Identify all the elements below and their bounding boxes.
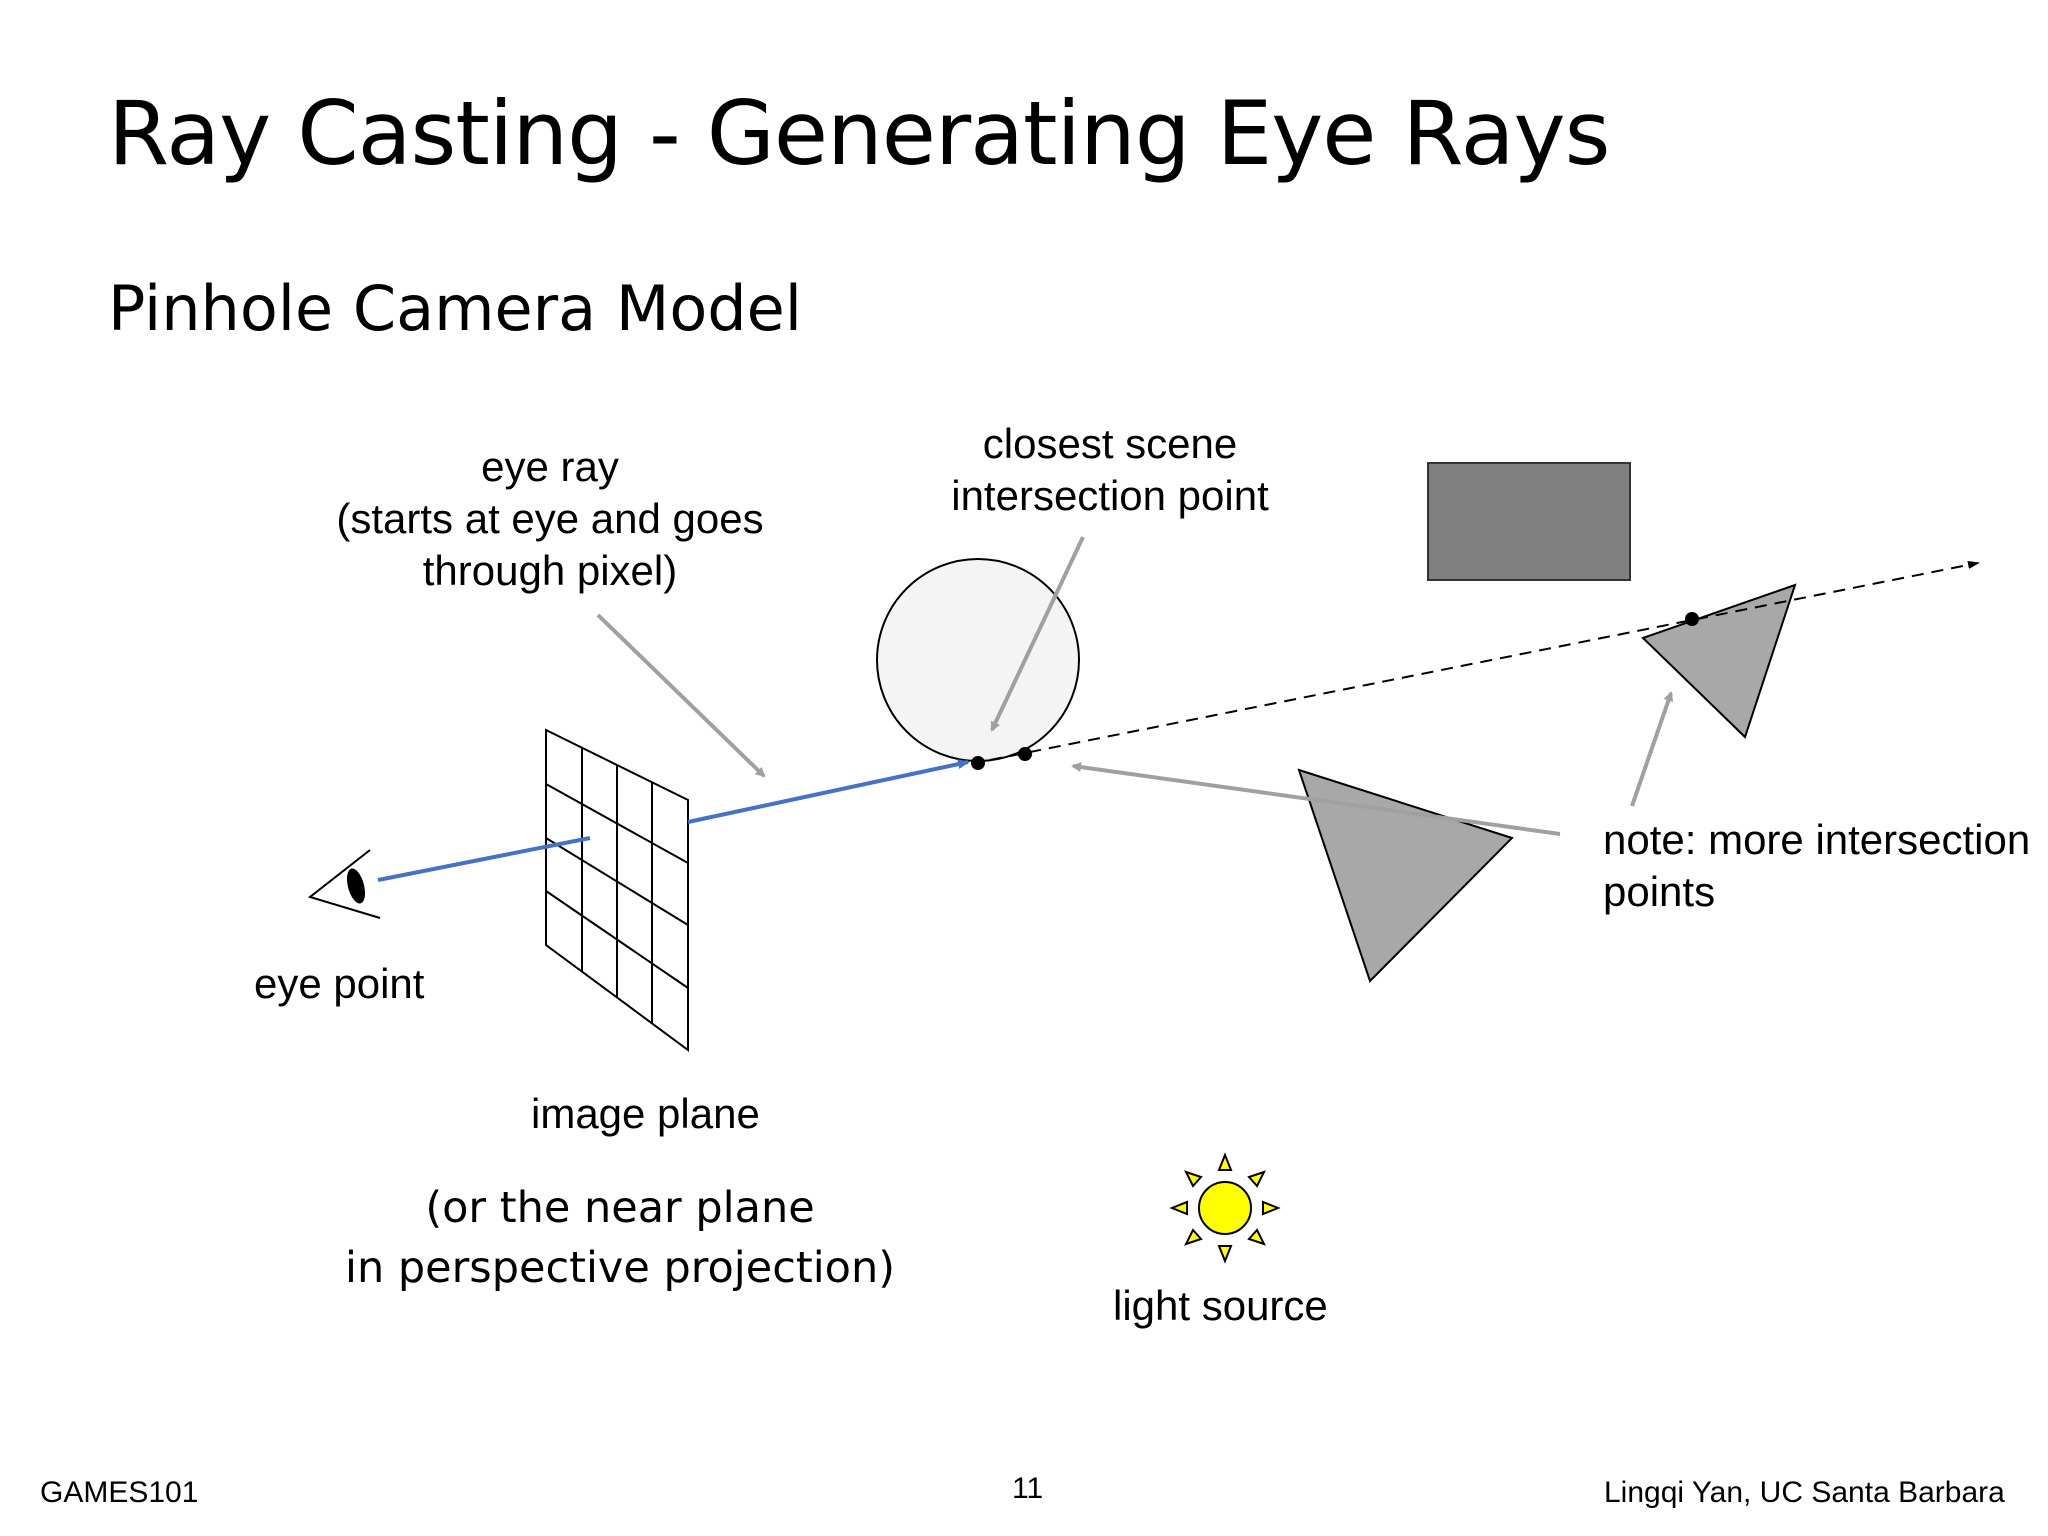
slide-subtitle: Pinhole Camera Model: [108, 272, 803, 345]
note-pointer-arrow-up: [1630, 691, 1674, 807]
eye-icon: [307, 849, 381, 919]
light-source-label: light source: [1113, 1282, 1328, 1329]
closest-label-line1: closest scene: [982, 420, 1238, 467]
footer-author: Lingqi Yan, UC Santa Barbara: [1604, 1476, 2005, 1509]
triangle-intersection-dot: [1685, 612, 1699, 626]
note-label-line1: note: more intersection: [1603, 816, 2031, 863]
closest-intersection-label: closest scene intersection point: [900, 418, 1320, 522]
continued-ray-dashed: [989, 561, 1980, 761]
near-plane-line1: (or the near plane: [425, 1183, 815, 1233]
eye-ray-label-line2: (starts at eye and goes: [336, 495, 764, 542]
note-label-line2: points: [1603, 868, 1716, 915]
sphere-object: [876, 558, 1080, 762]
closest-point-pointer-arrow: [990, 536, 1085, 732]
eye-ray-segment-2: [687, 759, 970, 824]
slide-title: Ray Casting - Generating Eye Rays: [108, 82, 1610, 185]
eye-ray-segment-1: [377, 836, 591, 882]
eye-point-label: eye point: [254, 960, 425, 1007]
triangle-object-large: [1297, 768, 1514, 983]
image-plane-grid: [545, 728, 689, 1052]
sun-icon: [1169, 1152, 1281, 1264]
eye-ray-pointer-arrow: [596, 613, 766, 778]
eye-ray-label-line1: eye ray: [481, 443, 619, 490]
footer-course: GAMES101: [40, 1476, 199, 1509]
eye-ray-label: eye ray (starts at eye and goes through …: [310, 441, 790, 597]
closest-intersection-dot: [971, 756, 985, 770]
note-pointer-arrow-left: [1071, 762, 1561, 836]
note-intersections-label: note: more intersection points: [1603, 814, 2030, 918]
near-plane-note: (or the near plane in perspective projec…: [320, 1178, 920, 1298]
near-plane-line2: in perspective projection): [345, 1243, 895, 1293]
closest-label-line2: intersection point: [951, 472, 1269, 519]
sphere-exit-dot: [1018, 747, 1032, 761]
eye-ray-label-line3: through pixel): [422, 547, 678, 594]
rectangle-object: [1427, 462, 1631, 581]
footer-page-number: 11: [1012, 1472, 1044, 1505]
image-plane-label: image plane: [531, 1090, 760, 1137]
triangle-object-small: [1641, 583, 1797, 739]
